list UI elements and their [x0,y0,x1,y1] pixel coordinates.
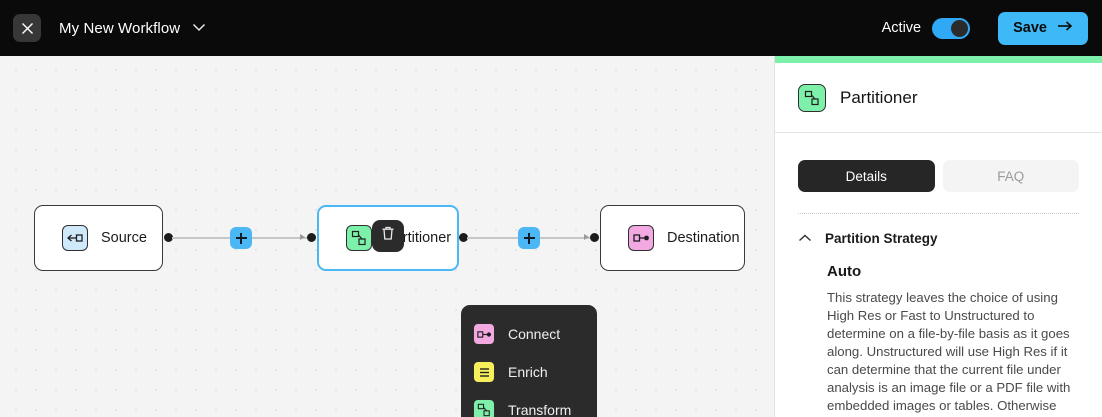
tab-details-label: Details [845,168,887,184]
panel-divider [798,213,1079,214]
transform-icon [473,399,495,417]
edge-add-button-1[interactable] [230,227,252,249]
active-label: Active [881,20,922,36]
context-menu-item-transform[interactable]: Transform [461,391,597,417]
strategy-description: This strategy leaves the choice of using… [827,290,1071,413]
node-source[interactable]: Source [34,205,163,271]
chevron-up-icon [798,229,812,247]
connect-icon [473,323,495,345]
edge-endpoint-partitioner-in [307,233,316,242]
edge-arrow-source-partitioner [300,234,305,240]
edge-endpoint-partitioner-out [459,233,468,242]
transform-icon [346,225,372,251]
partition-strategy-section-header[interactable]: Partition Strategy [775,214,1102,247]
context-menu-label-connect: Connect [508,326,561,342]
trash-icon [381,226,395,246]
node-type-context-menu: Connect Enrich [461,305,597,417]
close-icon [21,22,34,35]
workflow-title-dropdown[interactable] [192,19,206,37]
tab-details[interactable]: Details [798,160,935,192]
chevron-down-icon [192,19,206,37]
toggle-knob [951,19,969,37]
panel-title: Partitioner [840,87,918,107]
node-source-label: Source [101,230,147,246]
top-bar-actions: Active Save [881,11,1102,45]
save-button[interactable]: Save [998,11,1088,45]
node-details-panel: Partitioner Details FAQ Partition Strate… [774,56,1102,417]
panel-tabs: Details FAQ [775,133,1102,192]
context-menu-label-enrich: Enrich [508,364,548,380]
destination-icon [628,225,654,251]
delete-node-button[interactable] [372,220,404,252]
node-destination-label: Destination [667,230,740,246]
context-menu-item-connect[interactable]: Connect [461,315,597,353]
save-button-label: Save [1013,20,1047,36]
active-toggle[interactable] [932,17,971,39]
enrich-icon [473,361,495,383]
edge-endpoint-destination-in [590,233,599,242]
close-button[interactable] [13,14,41,42]
arrow-right-icon [1057,20,1073,36]
node-destination[interactable]: Destination [600,205,745,271]
panel-accent-bar [775,56,1102,63]
tab-faq[interactable]: FAQ [942,160,1079,192]
transform-icon [798,83,826,112]
strategy-name: Auto [827,263,862,280]
workflow-canvas[interactable]: Source Partitioner Destina [0,56,774,417]
panel-header: Partitioner [775,63,1102,133]
top-bar: My New Workflow Active Save [0,0,1102,56]
edge-endpoint-source-out [164,233,173,242]
partition-strategy-title: Partition Strategy [825,230,938,246]
source-icon [62,225,88,251]
partition-strategy-body: Auto This strategy leaves the choice of … [775,247,1102,415]
edge-arrow-partitioner-destination [584,234,589,240]
context-menu-item-enrich[interactable]: Enrich [461,353,597,391]
edge-add-button-2[interactable] [518,227,540,249]
context-menu-label-transform: Transform [508,402,572,417]
workflow-title: My New Workflow [59,19,181,37]
tab-faq-label: FAQ [997,168,1025,184]
